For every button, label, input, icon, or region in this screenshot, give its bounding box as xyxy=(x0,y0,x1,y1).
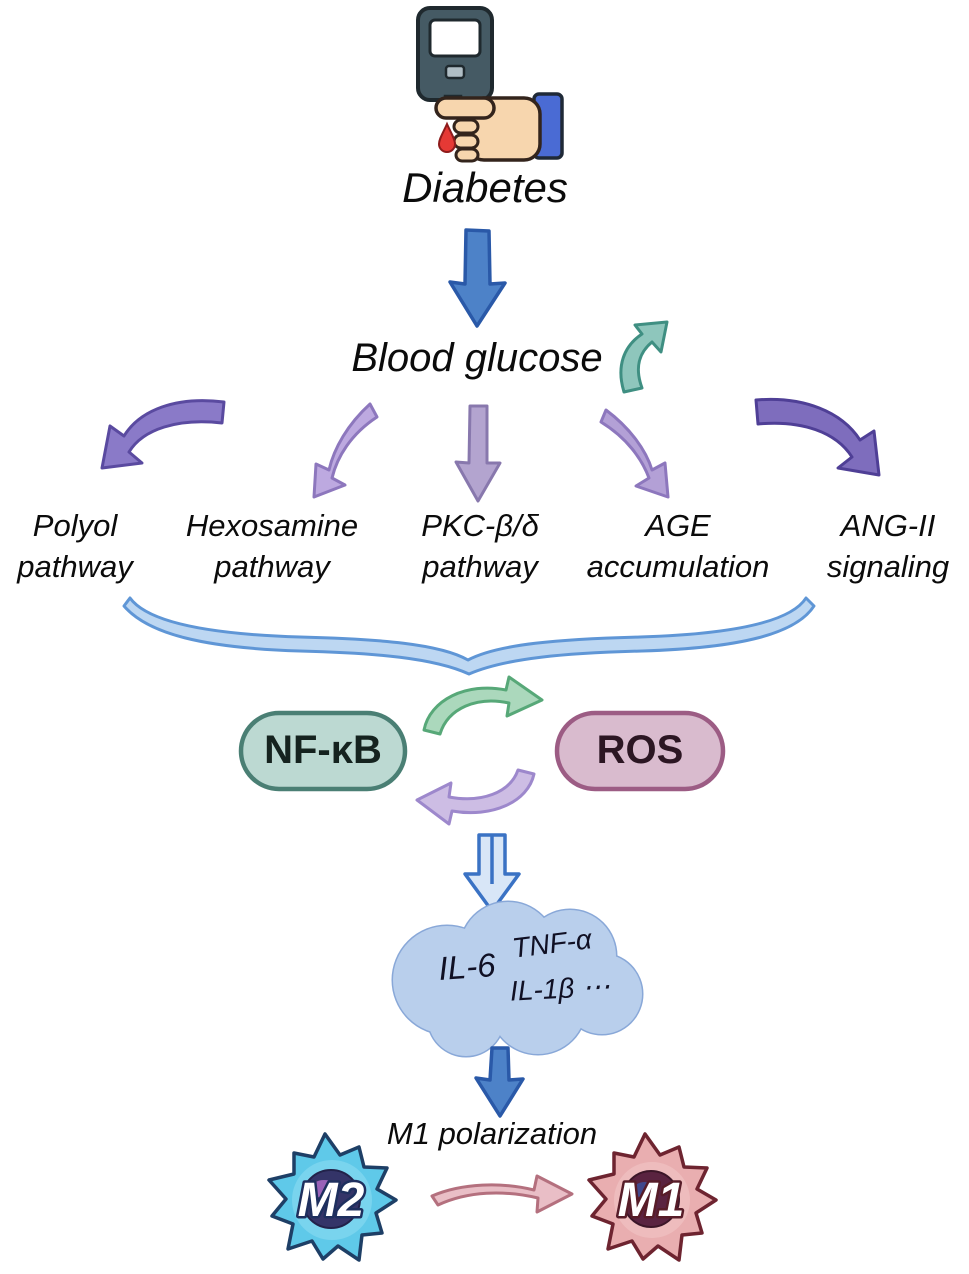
pathway-label-line2: pathway xyxy=(214,548,330,584)
cloud-to-m1-arrow xyxy=(474,1046,525,1118)
cytokine-cloud xyxy=(391,900,644,1058)
knuckle xyxy=(452,133,480,150)
blood-drop-icon xyxy=(437,121,457,153)
glucose-rise-arrow-icon xyxy=(619,320,669,394)
cycle-arrow-green xyxy=(422,675,544,736)
diabetes-to-glucose-arrow xyxy=(448,228,507,328)
blood-glucose-label: Blood glucose xyxy=(351,336,603,380)
pathway-label-polyol: Polyol pathway xyxy=(17,506,132,588)
m1-cell-label: M1 xyxy=(618,1174,685,1227)
m1-polarization-label: M1 polarization xyxy=(386,1116,598,1151)
pathway-label-line1: AGE xyxy=(645,508,711,543)
arrow-to-age xyxy=(599,408,670,499)
pathway-label-line2: signaling xyxy=(826,548,950,584)
pathway-label-line2: accumulation xyxy=(586,548,770,584)
cycle-arrow-purple xyxy=(415,768,536,826)
pathway-label-hexosamine: Hexosamine pathway xyxy=(186,506,358,588)
cytokine-label-il6: IL-6 xyxy=(437,946,497,987)
pathway-label-line2: pathway xyxy=(17,548,133,584)
meter-screen xyxy=(428,18,482,58)
blood-glucose-meter-finger-prick-icon xyxy=(416,6,564,163)
diabetes-label: Diabetes xyxy=(402,164,568,211)
arrow-to-polyol xyxy=(100,399,226,470)
ros-label: ROS xyxy=(596,728,684,772)
m2-cell: M2 xyxy=(267,1132,398,1262)
meter-button xyxy=(444,64,466,80)
pathway-label-line1: PKC-β/δ xyxy=(421,508,539,543)
nfkb-label: NF-κB xyxy=(264,728,382,772)
m1-cell: M1 xyxy=(587,1132,718,1262)
pointing-finger xyxy=(434,96,496,120)
m2-to-m1-arrow xyxy=(430,1174,574,1214)
pathway-label-line1: ANG-II xyxy=(840,508,936,543)
knuckle xyxy=(452,118,480,135)
knuckle xyxy=(454,147,480,163)
nfkb-pill xyxy=(238,710,408,792)
double-down-arrow xyxy=(463,833,521,913)
pathway-label-pkc: PKC-β/δ pathway xyxy=(421,506,539,588)
arrow-to-angii xyxy=(754,397,881,477)
pathway-label-age: AGE accumulation xyxy=(587,506,770,588)
pathway-label-line1: Hexosamine xyxy=(185,508,359,543)
m2-nucleus-highlight xyxy=(311,1180,337,1198)
pathway-label-angii: ANG-II signaling xyxy=(827,506,949,588)
m2-cell-label: M2 xyxy=(298,1174,365,1227)
pathways-brace xyxy=(122,596,816,676)
pathway-label-line1: Polyol xyxy=(32,508,118,543)
m1-nucleus-highlight xyxy=(633,1182,657,1198)
cytokine-label-il1b: IL-1β ⋯ xyxy=(509,970,611,1007)
arrow-to-hexosamine xyxy=(312,402,379,499)
ros-pill xyxy=(554,710,726,792)
pathway-label-line2: pathway xyxy=(422,548,538,584)
arrow-to-pkc xyxy=(454,404,502,503)
